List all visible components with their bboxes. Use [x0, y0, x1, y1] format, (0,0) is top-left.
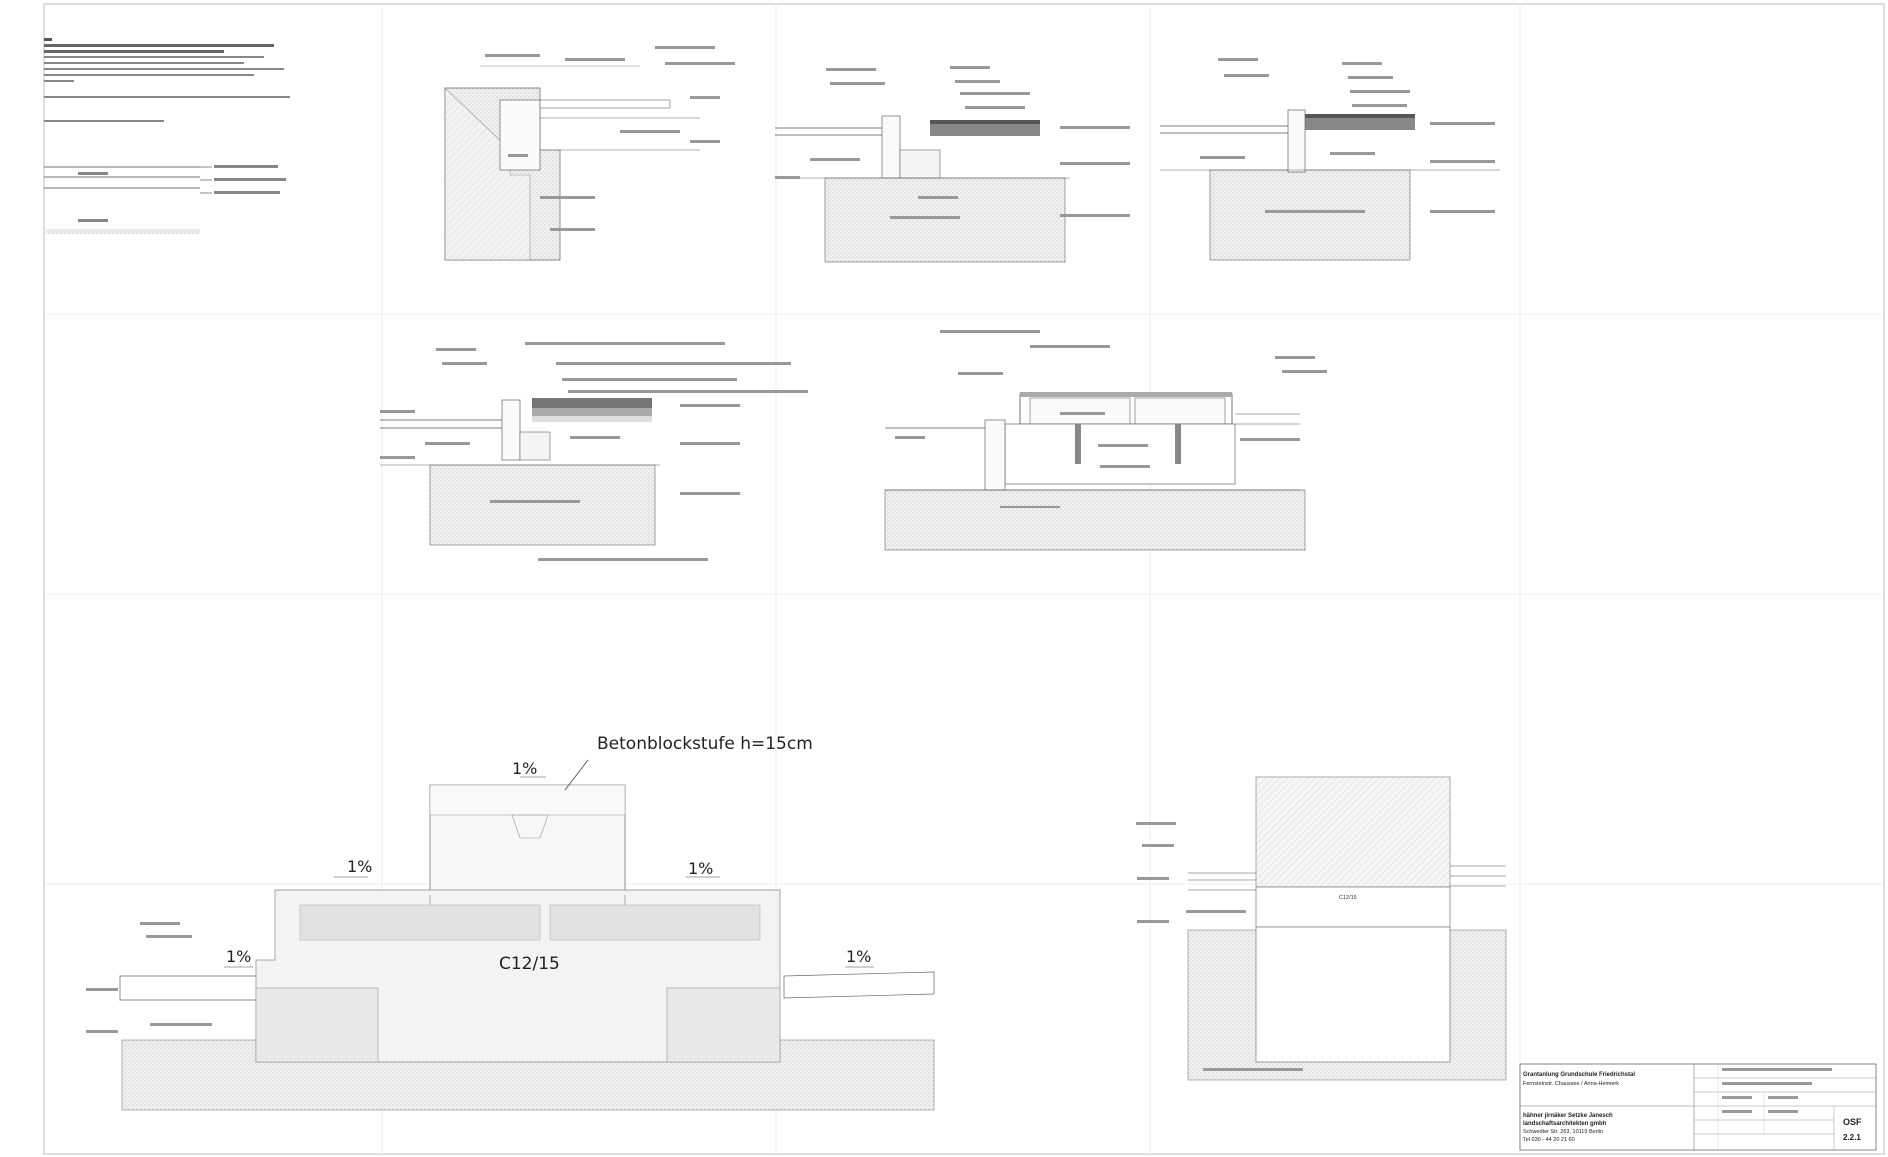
section-concrete-step: Betonblockstufe h=15cm 1% 1% 1% 1% 1% C1… — [86, 734, 935, 1111]
detail-synthetic-edge — [380, 342, 808, 561]
title-office-line1: hähner jirnäker Setzke Janesch — [1523, 1113, 1613, 1119]
concrete-class-label: C12/15 — [499, 954, 560, 974]
slope-label-left-upper: 1% — [347, 857, 372, 876]
detail-curb-asphalt-2 — [1160, 58, 1500, 261]
sheet-code: OSF — [1843, 1117, 1862, 1127]
legend-layers — [44, 165, 286, 234]
step-label: Betonblockstufe h=15cm — [597, 734, 813, 754]
detail-drainage-channel — [884, 330, 1327, 551]
section-paving-edge: C12/15 — [1136, 776, 1507, 1081]
title-office-line2: landschaftsarchitekten gmbh — [1523, 1121, 1607, 1127]
slope-label-top: 1% — [512, 759, 537, 778]
title-office-line4: Tel 030 - 44 20 21 60 — [1523, 1137, 1575, 1143]
detail-curb-asphalt — [775, 66, 1130, 263]
slope-label-right-upper: 1% — [688, 859, 713, 878]
title-project-line1: Grantanlung Grundschule Friedrichstal — [1523, 1072, 1635, 1078]
notes-block — [44, 38, 290, 234]
title-office-line3: Schwedter Str. 263, 10119 Berlin — [1523, 1129, 1603, 1135]
foundation-concrete-class: C12/15 — [1339, 895, 1357, 901]
sheet-number: 2.2.1 — [1843, 1133, 1861, 1142]
slope-label-left-lower: 1% — [226, 947, 251, 966]
title-project-line2: Fernsteinstr. Chaussee / Anna-Heimerk — [1523, 1081, 1619, 1087]
detail-embankment — [444, 46, 735, 261]
title-block: Grantanlung Grundschule Friedrichstal Fe… — [1519, 1063, 1877, 1151]
slope-label-right-lower: 1% — [846, 947, 871, 966]
